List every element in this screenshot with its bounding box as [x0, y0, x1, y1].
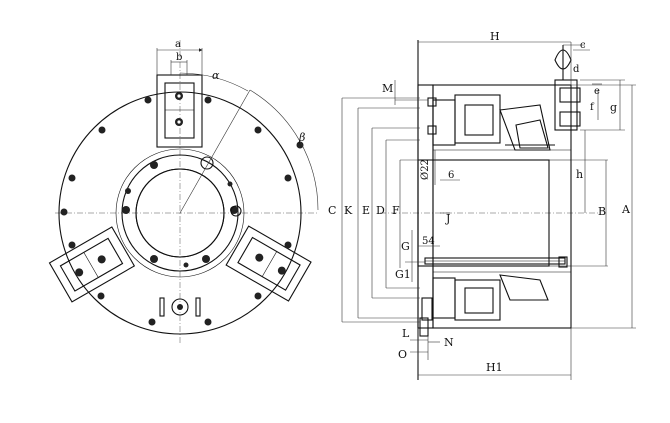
dim-g-label: g — [610, 101, 617, 114]
lower-section — [419, 271, 571, 337]
jaw-lower-right — [225, 225, 312, 302]
dim-h-label: h — [576, 168, 583, 181]
beta-arc — [249, 89, 319, 211]
side-bore — [417, 159, 550, 267]
dim-d-label: d — [573, 64, 580, 75]
dim-J-label: J — [445, 212, 450, 225]
dim-B-label: B — [598, 205, 606, 218]
center-boss-outer — [115, 148, 245, 278]
angle-alpha-label: α — [212, 69, 220, 82]
dim-A-label: A — [621, 203, 631, 216]
jaw-lower-left — [48, 226, 136, 303]
alpha-arc — [179, 72, 249, 92]
dim-C-label: C — [328, 204, 336, 217]
dim-D-label: D — [376, 204, 385, 217]
dim-H1-label: H1 — [486, 361, 503, 374]
dim-H-label: H — [490, 30, 500, 43]
dim-N-label: N — [444, 336, 454, 349]
dim-b-label: b — [176, 52, 182, 63]
dim-c-label: c — [580, 40, 586, 51]
dim-K-label: K — [344, 204, 353, 217]
dim-54-label: 54 — [422, 236, 435, 247]
dim-G1-label: G1 — [395, 268, 411, 281]
dim-F-label: F — [392, 204, 400, 217]
dim-6-label: 6 — [448, 170, 454, 181]
chuck-body-outline — [58, 91, 302, 335]
jaw-top — [156, 74, 203, 148]
dim-G-label: G — [401, 240, 410, 253]
side-body — [432, 84, 572, 329]
dim-E-label: E — [362, 204, 370, 217]
side-view: H H1 C K E D F M G G1 — [328, 30, 636, 380]
dim-L-label: L — [402, 327, 410, 340]
dim-f-label: f — [590, 102, 595, 113]
dim-M-label: M — [382, 82, 393, 95]
dim-a-label: a — [175, 39, 181, 50]
bottom-boss — [171, 298, 189, 316]
dim-O-label: O — [398, 348, 407, 361]
center-boss-ring — [121, 154, 239, 272]
dim-dia22-label: Ø22 — [420, 159, 431, 180]
lube-port — [200, 156, 214, 170]
boss-holes — [122, 156, 242, 268]
upper-section — [432, 79, 581, 151]
angle-beta-label: β — [298, 131, 305, 144]
dim-e-label: e — [594, 86, 600, 97]
alpha-ray — [179, 89, 251, 214]
mounting-holes — [60, 96, 304, 326]
front-view: a b α β — [48, 39, 319, 345]
